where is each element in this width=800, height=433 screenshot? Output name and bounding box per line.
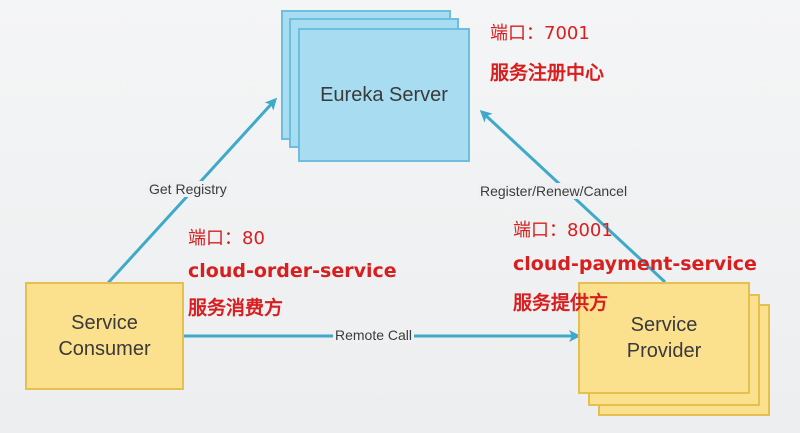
eureka-server-label: Eureka Server	[320, 84, 448, 106]
eureka-port-annotation: 端口：7001	[490, 23, 590, 44]
consumer-port-annotation: 端口：80	[188, 228, 265, 249]
service-consumer-box: Service Consumer	[25, 282, 184, 390]
provider-role-annotation: 服务提供方	[513, 292, 609, 314]
consumer-service-name-annotation: cloud-order-service	[188, 260, 397, 282]
consumer-role-annotation: 服务消费方	[188, 297, 284, 319]
eureka-server-box: Eureka Server	[298, 28, 470, 162]
service-consumer-label: Service Consumer	[58, 312, 151, 360]
provider-port-annotation: 端口：8001	[513, 220, 613, 241]
get-registry-label: Get Registry	[147, 181, 229, 197]
service-provider-box: Service Provider	[578, 282, 750, 394]
service-provider-label: Service Provider	[626, 314, 702, 362]
remote-call-label: Remote Call	[333, 327, 415, 343]
eureka-role-annotation: 服务注册中心	[490, 62, 605, 84]
register-renew-cancel-label: Register/Renew/Cancel	[478, 183, 630, 199]
provider-service-name-annotation: cloud-payment-service	[513, 253, 757, 275]
